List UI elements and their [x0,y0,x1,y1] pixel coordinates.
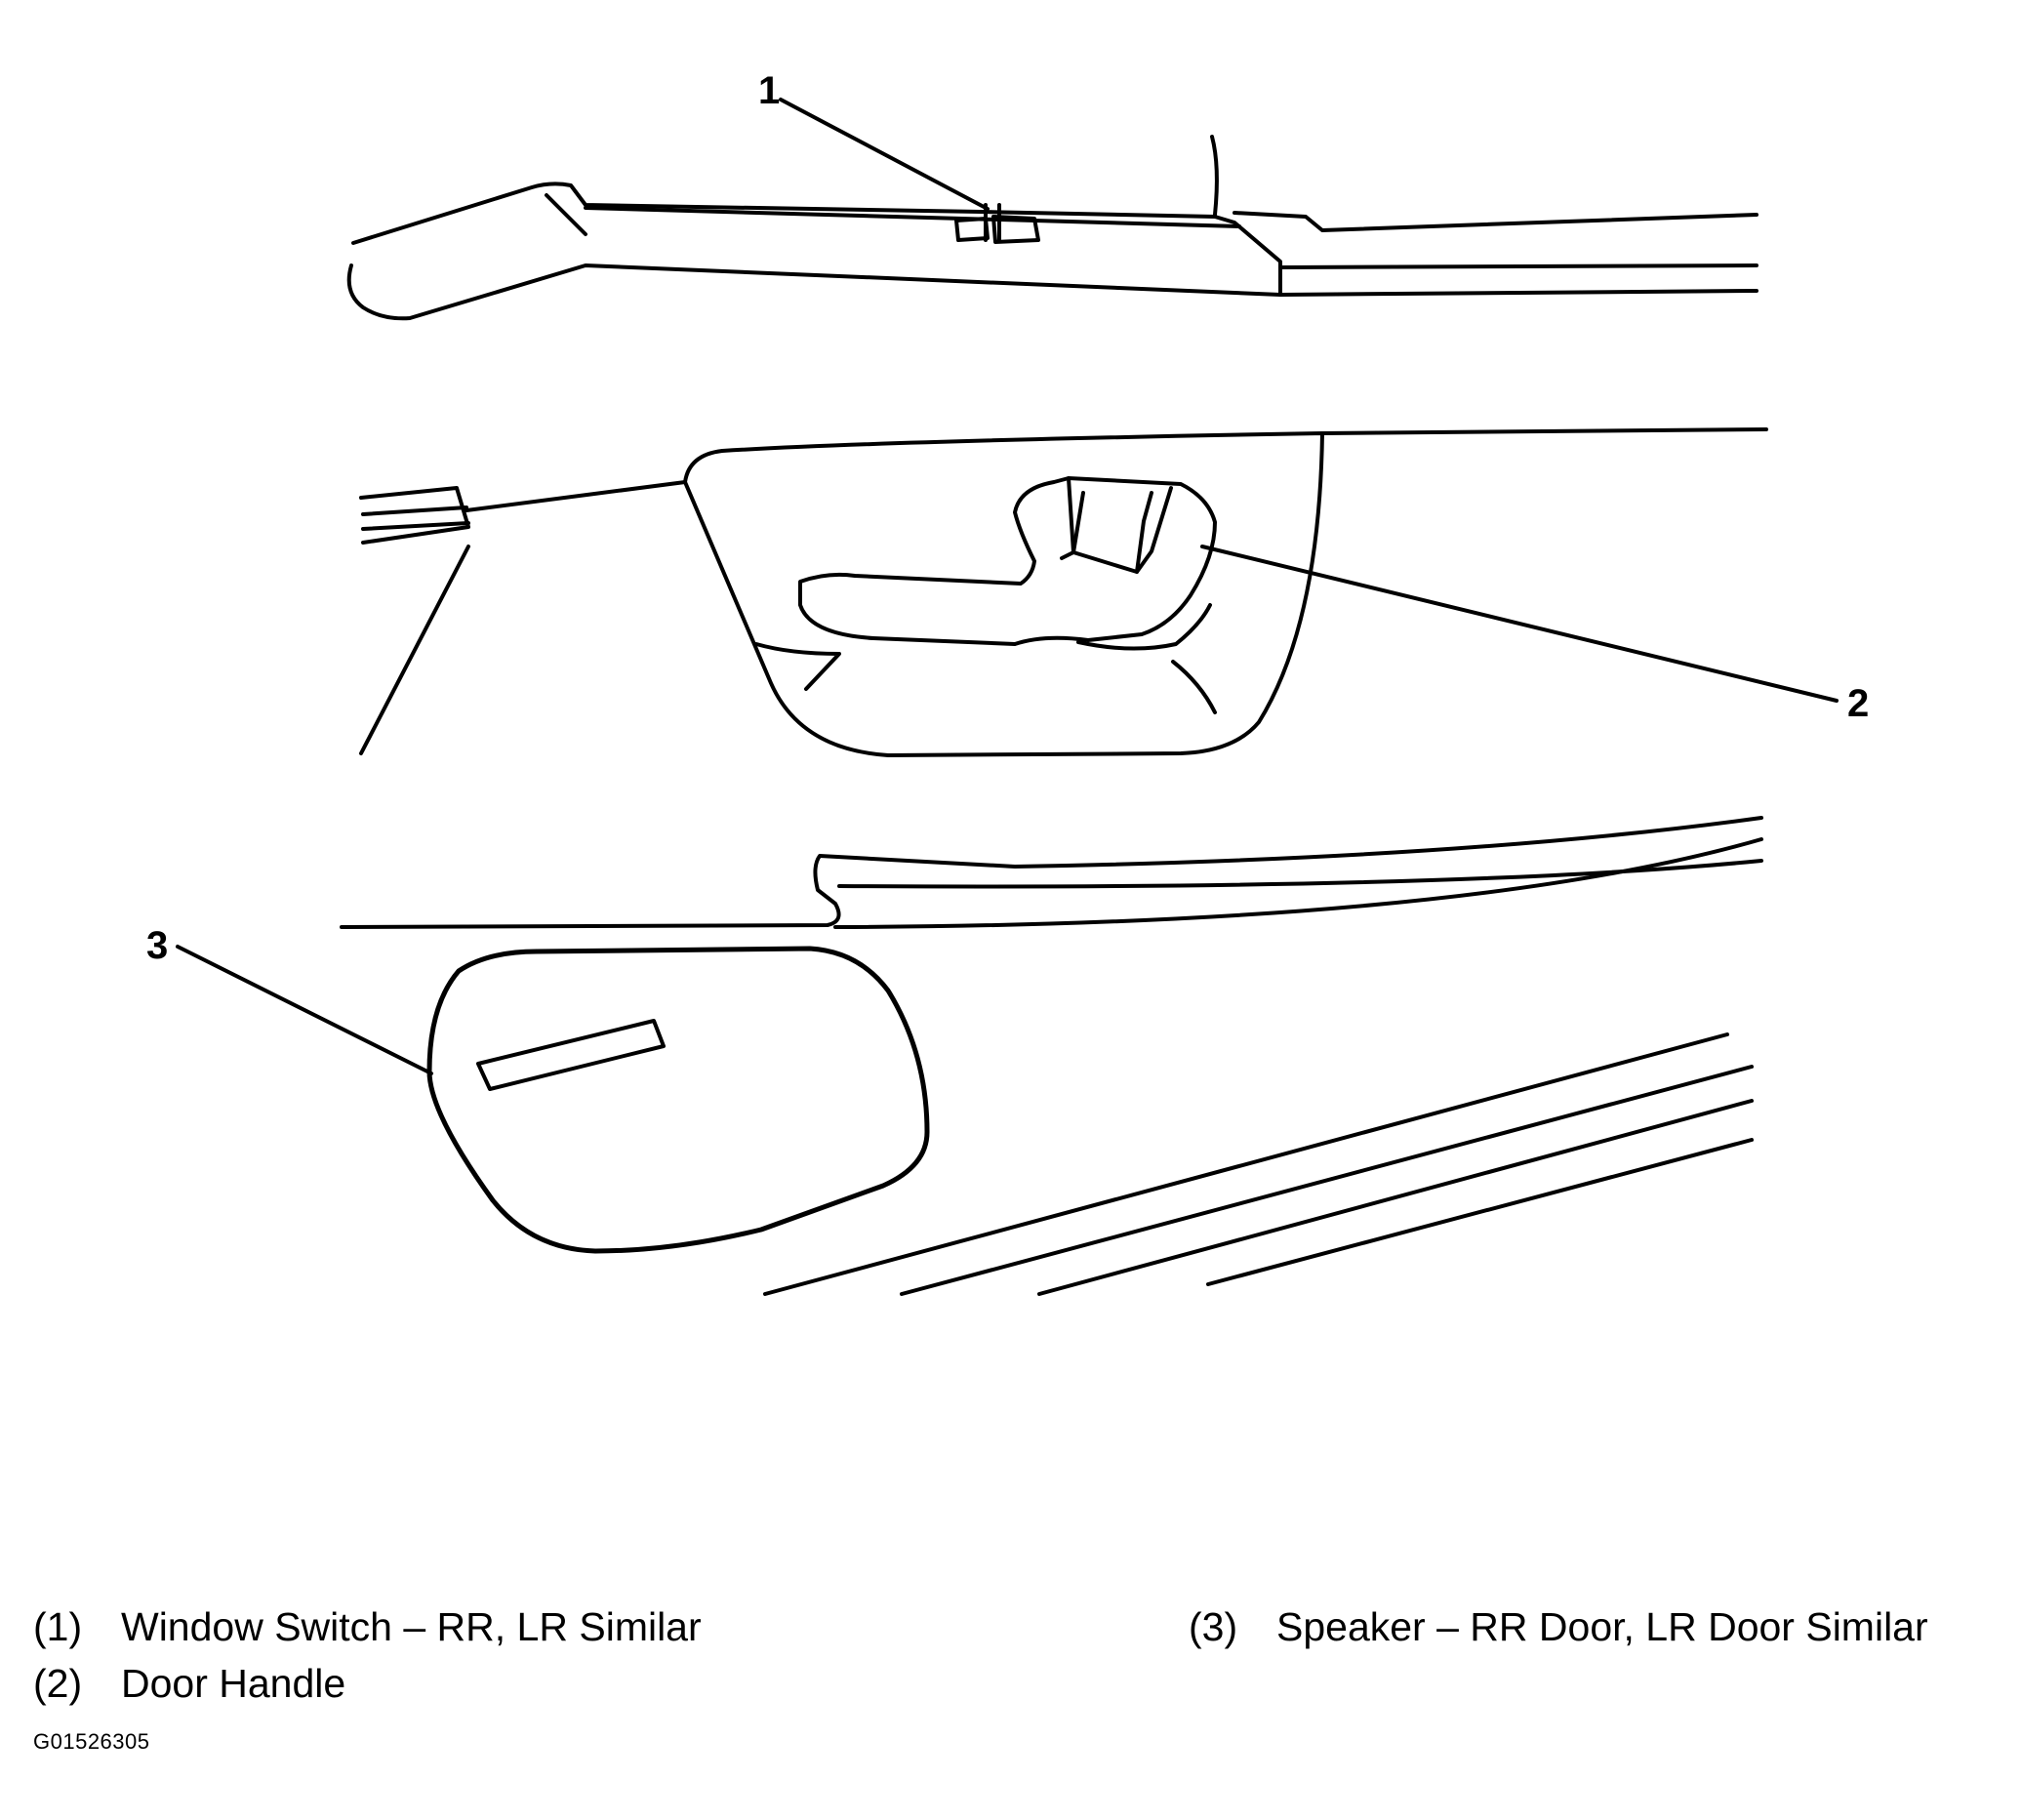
callout-1-leader [779,98,990,211]
legend-number: (1) [33,1604,83,1649]
figure-id: G01526305 [33,1729,150,1754]
legend-item-door-handle: (2) Door Handle [33,1660,345,1707]
legend-label: Speaker – RR Door, LR Door Similar [1276,1604,1928,1649]
callout-2-number: 2 [1847,682,1869,725]
legend-number: (3) [1189,1604,1238,1649]
door-handle [754,476,1217,714]
armrest-trim [346,135,1758,321]
door-handle-bezel [359,427,1768,757]
window-switch [954,203,1040,244]
legend-item-speaker: (3) Speaker – RR Door, LR Door Similar [1189,1603,1928,1650]
lower-door-panel [340,816,1763,1296]
callout-3-number: 3 [146,924,168,967]
legend-label: Window Switch – RR, LR Similar [121,1604,702,1649]
callout-2-leader [1200,545,1839,703]
callout-1-number: 1 [758,69,780,112]
legend-item-window-switch: (1) Window Switch – RR, LR Similar [33,1603,702,1650]
callout-3-leader [176,945,433,1075]
legend-label: Door Handle [121,1661,346,1706]
legend-number: (2) [33,1661,83,1706]
speaker [426,946,930,1254]
